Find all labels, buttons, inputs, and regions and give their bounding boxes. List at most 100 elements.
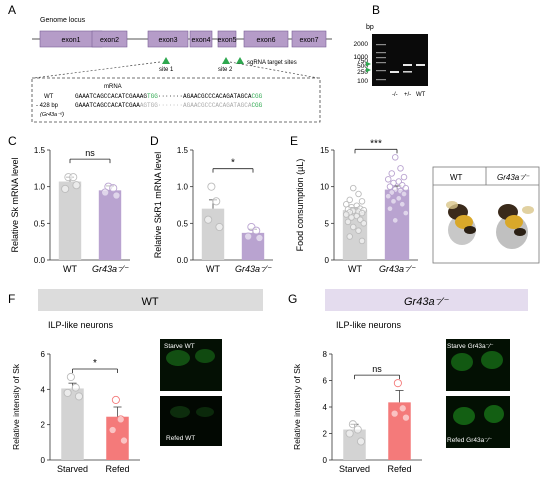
data-point [393, 379, 402, 388]
data-point [69, 173, 78, 182]
y-axis-label: Relative intensity of Sk [292, 363, 302, 450]
exon-box [147, 30, 189, 48]
exon-label: exon2 [100, 37, 119, 44]
data-point [342, 211, 350, 218]
data-point [349, 223, 357, 231]
data-point [348, 214, 355, 221]
significance-label: ns [372, 364, 382, 374]
exon-label: exon1 [61, 37, 80, 44]
data-point [252, 226, 261, 235]
data-point [255, 233, 264, 243]
band-het-lower [403, 71, 412, 73]
exon-label: exon6 [256, 37, 275, 44]
image-label-starve-wt: Starve WT [164, 343, 195, 350]
panel-label-d: D [150, 134, 159, 148]
y-tick-label: 0 [323, 456, 328, 465]
data-point [358, 198, 366, 205]
exon-box [217, 30, 237, 48]
panel-g-subtitle: ILP-like neurons [336, 320, 402, 330]
panel-label-c: C [8, 134, 17, 148]
panel-g-header: Gr43a⁻⁄⁻ [404, 296, 449, 308]
data-point [71, 383, 80, 392]
zoom-guide-left [33, 61, 161, 79]
wt-seq-label: WT [44, 94, 54, 100]
deletion-label: - 428 bp [36, 103, 59, 109]
data-point [400, 190, 408, 198]
y-tick-label: 0.5 [177, 219, 189, 228]
data-point [390, 409, 399, 418]
category-label: WT [63, 264, 77, 274]
data-point [386, 183, 394, 190]
y-tick-label: 1.5 [34, 146, 46, 155]
ladder-label: 250 [357, 69, 368, 76]
data-point [391, 217, 399, 224]
category-label: Refed [105, 464, 129, 474]
data-point [402, 209, 410, 217]
target-site-legend-marker [236, 57, 244, 64]
y-tick-label: 4 [323, 403, 328, 412]
data-point [61, 184, 70, 193]
exon-box [243, 30, 289, 48]
bar [58, 181, 82, 260]
zoom-guide-right [229, 61, 319, 79]
bar [384, 189, 410, 260]
data-point [386, 205, 394, 212]
panel-label-e: E [290, 134, 298, 148]
y-tick-label: 0 [325, 256, 330, 265]
genome-locus-label: Genome locus [40, 17, 86, 24]
category-label: Gr43a⁻⁄⁻ [379, 264, 416, 274]
image-label-refed-mutant: Refed Gr43a⁻⁄⁻ [447, 437, 493, 444]
data-point [119, 436, 129, 445]
category-label: WT [348, 264, 362, 274]
fly-photo: WT Gr43a⁻⁄⁻ [432, 166, 540, 264]
y-tick-label: 1.0 [177, 183, 189, 192]
image-starve-wt [160, 339, 222, 391]
image-refed-wt [160, 396, 222, 446]
data-point [358, 237, 366, 245]
y-tick-label: 0.5 [34, 219, 46, 228]
y-tick-label: 6 [41, 350, 46, 359]
data-point [390, 198, 397, 205]
category-label: Gr43a⁻⁄⁻ [92, 264, 129, 274]
ladder-label: 100 [357, 78, 368, 85]
y-tick-label: 4 [41, 385, 46, 394]
data-point [391, 154, 399, 161]
y-axis-label: Relative SkR1 mRNA level [153, 152, 163, 259]
data-point [349, 184, 357, 192]
category-label: Refed [387, 464, 411, 474]
y-tick-label: 10 [320, 183, 329, 192]
ladder-bands [376, 44, 386, 81]
lane-label-homozygous: -/- [392, 92, 398, 98]
y-axis-label: Food consumption (µL) [295, 159, 305, 252]
deletion-sequence: GAAATCAGCCACATCGAAAGTGG·······AGAACGCCCA… [75, 102, 263, 109]
image-label-refed-wt: Refed WT [166, 435, 195, 442]
exon-box [189, 30, 213, 48]
bar [201, 208, 225, 260]
panel-g-header-bar [325, 289, 528, 311]
data-point [108, 425, 117, 435]
y-tick-label: 15 [320, 146, 329, 155]
exon-box [291, 30, 327, 48]
significance-label: * [93, 358, 97, 369]
y-tick-label: 1.5 [177, 146, 189, 155]
lane-label-wt: WT [416, 92, 426, 98]
fly-wt-image [446, 201, 476, 245]
lane-label-het: +/- [404, 92, 411, 98]
panel-label-f: F [8, 292, 15, 306]
y-tick-label: 0 [41, 456, 46, 465]
data-point [398, 404, 407, 413]
bar [61, 388, 84, 460]
band-het-upper [403, 64, 412, 66]
image-label-starve-mutant: Starve Gr43a⁻⁄⁻ [447, 343, 494, 350]
data-point [355, 190, 362, 198]
data-point [66, 372, 75, 382]
y-tick-label: 2 [323, 430, 328, 439]
category-label: Starved [57, 464, 88, 474]
data-point [72, 181, 81, 190]
y-axis-label: Relative intensity of Sk [11, 363, 21, 450]
